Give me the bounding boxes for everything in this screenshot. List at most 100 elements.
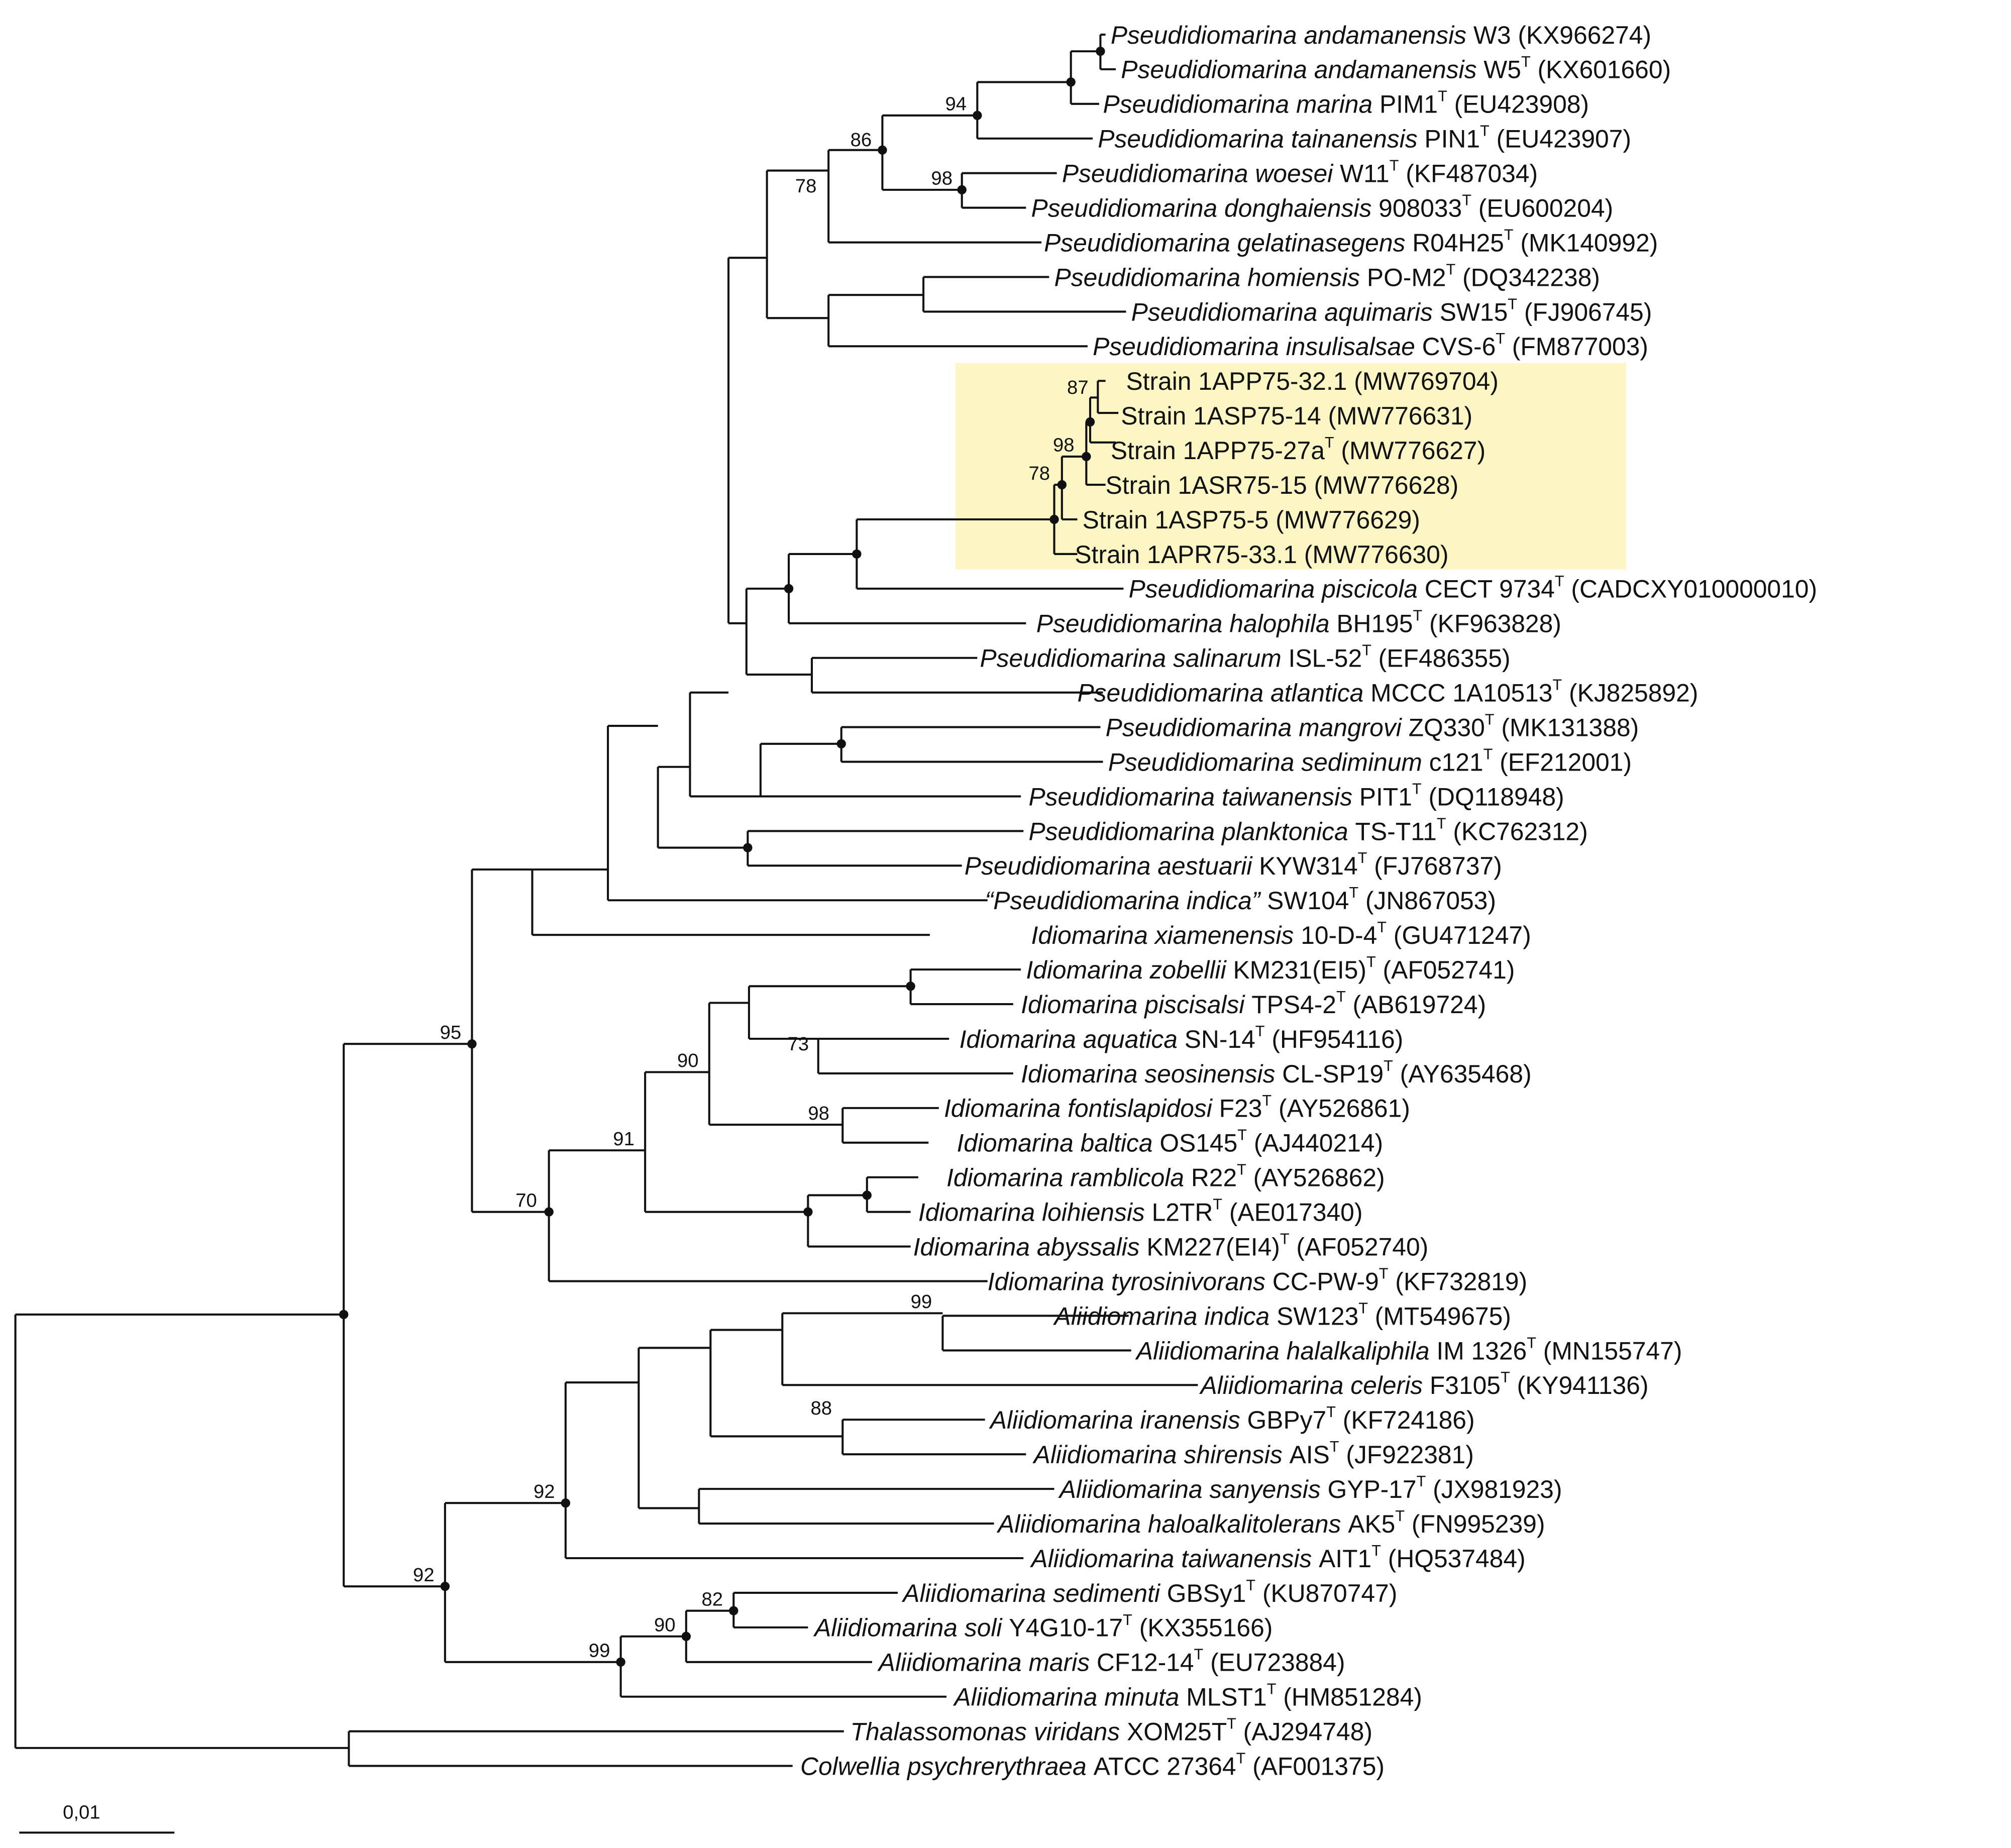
leaf-label: Pseudidiomarina sediminum c121T (EF21200… [1108,745,1632,776]
bootstrap-value: 99 [589,1640,610,1662]
strain-name: ATCC 27364 [1094,1752,1236,1780]
type-strain-marker: T [1417,1473,1426,1490]
strain-name: R04H25 [1412,229,1504,257]
species-name: Aliidiomarina taiwanensis [1030,1545,1319,1573]
accession-number: (AF052741) [1376,956,1515,984]
accession-number: (AY526862) [1246,1164,1385,1192]
strain-name: Strain 1APR75-33.1 [1075,540,1297,569]
species-name: Pseudidiomarina taiwanensis [1028,783,1359,811]
accession-number: (HQ537484) [1381,1545,1526,1573]
type-strain-marker: T [1371,1542,1381,1559]
leaf-label: Pseudidiomarina taiwanensis PIT1T (DQ118… [1028,780,1564,811]
bootstrap-value: 90 [677,1050,699,1071]
accession-number: (KX966274) [1511,21,1651,49]
leaf-label: Colwellia psychrerythraea ATCC 27364T (A… [800,1750,1385,1780]
accession-number: (EU600204) [1471,194,1613,222]
bootstrap-value: 88 [810,1397,832,1419]
accession-number: (AJ294748) [1236,1718,1372,1746]
leaf-label: Pseudidiomarina piscicola CECT 9734T (CA… [1129,573,1817,603]
species-name: Idiomarina fontislapidosi [944,1095,1219,1123]
bootstrap-value: 78 [795,175,817,197]
accession-number: (FN995239) [1405,1510,1545,1538]
strain-name: CC-PW-9 [1273,1267,1379,1295]
type-strain-marker: T [1379,1265,1389,1282]
accession-number: (AY635468) [1393,1060,1532,1088]
strain-name: ZQ330 [1409,713,1485,741]
species-name: Aliidiomarina maris [877,1649,1097,1677]
accession-number: (JF922381) [1339,1441,1474,1469]
species-name: Pseudidiomarina andamanensis [1121,56,1484,84]
leaf-label: Pseudidiomarina aquimaris SW15T (FJ90674… [1131,295,1652,326]
species-name: Colwellia psychrerythraea [800,1752,1094,1780]
type-strain-marker: T [1246,1577,1255,1594]
bootstrap-value: 91 [613,1128,634,1150]
strain-name: F3105 [1430,1371,1501,1399]
strain-name: Strain 1APP75-27a [1111,437,1325,465]
leaf-label: Idiomarina baltica OS145T (AJ440214) [957,1127,1383,1157]
accession-number: (EU723884) [1203,1649,1345,1677]
type-strain-marker: T [1326,1403,1336,1421]
strain-name: CF12-14 [1097,1649,1194,1677]
leaf-label: “Pseudidiomarina indica” SW104T (JN86705… [985,884,1496,915]
leaf-label: Aliidiomarina halalkaliphila IM 1326T (M… [1135,1334,1682,1365]
leaf-label: Aliidiomarina celeris F3105T (KY941136) [1199,1369,1649,1399]
accession-number: (CADCXY010000010) [1564,575,1817,603]
leaf-label: Idiomarina xiamenensis 10-D-4T (GU471247… [1031,919,1531,949]
type-strain-marker: T [1504,226,1514,243]
leaf-label: Aliidiomarina shirensis AIST (JF922381) [1032,1438,1474,1469]
leaf-label: Pseudidiomarina tainanensis PIN1T (EU423… [1098,123,1631,153]
accession-number: (KX355166) [1132,1614,1273,1642]
species-name: Aliidiomarina minuta [952,1683,1186,1711]
accession-number: (AY526861) [1272,1095,1410,1123]
bootstrap-value: 87 [1067,377,1089,398]
strain-name: CECT 9734 [1425,575,1555,603]
species-name: Idiomarina zobellii [1026,956,1233,984]
leaf-label: Aliidiomarina soli Y4G10-17T (KX355166) [813,1611,1273,1642]
species-name: Idiomarina ramblicola [946,1164,1191,1192]
strain-name: PO-M2 [1367,263,1446,291]
type-strain-marker: T [1358,1299,1368,1317]
species-name: Aliidiomarina indica [1053,1302,1277,1330]
strain-name: W11 [1340,160,1390,188]
strain-name: c121 [1429,748,1484,776]
type-strain-marker: T [1437,815,1446,832]
type-strain-marker: T [1123,1611,1132,1628]
strain-name: W3 [1473,21,1511,49]
accession-number: (KF963828) [1422,610,1561,638]
leaf-label: Idiomarina tyrosinivorans CC-PW-9T (KF73… [988,1265,1527,1295]
species-name: Pseudidiomarina homiensis [1054,263,1367,291]
species-name: Idiomarina piscisalsi [1021,991,1251,1019]
leaf-label: Pseudidiomarina aestuarii KYW314T (FJ768… [965,849,1502,880]
accession-number: (FM877003) [1505,333,1648,361]
leaf-labels: Pseudidiomarina andamanensis W3 (KX96627… [800,21,1817,1781]
type-strain-marker: T [1237,1127,1247,1144]
species-name: Idiomarina seosinensis [1021,1060,1282,1088]
accession-number: (KC762312) [1446,817,1588,845]
accession-number: (KF724186) [1336,1406,1475,1434]
accession-number: (MK140992) [1514,229,1658,257]
strain-name: SW104 [1267,887,1349,915]
bootstrap-value: 78 [1028,463,1050,484]
accession-number: (MW776630) [1297,540,1448,569]
accession-number: (MW776628) [1307,471,1458,499]
leaf-label: Idiomarina zobellii KM231(EI5)T (AF05274… [1026,953,1515,984]
type-strain-marker: T [1390,157,1399,174]
type-strain-marker: T [1227,1715,1236,1732]
type-strain-marker: T [1330,1438,1339,1455]
accession-number: (KX601660) [1531,56,1671,84]
leaf-label: Aliidiomarina maris CF12-14T (EU723884) [877,1646,1345,1677]
strain-name: 10-D-4 [1301,921,1377,949]
bootstrap-value: 95 [440,1022,462,1043]
strain-name: Strain 1ASP75-14 [1121,402,1321,430]
bootstrap-value: 98 [808,1103,829,1124]
leaf-label: Pseudidiomarina homiensis PO-M2T (DQ3422… [1054,261,1600,291]
species-name: Pseudidiomarina aestuarii [965,852,1259,880]
accession-number: (MW769704) [1347,367,1498,395]
bootstrap-labels: 94 86 78 98 87 98 78 95 73 90 98 91 70 9… [413,93,1089,1662]
type-strain-marker: T [1395,1507,1405,1525]
type-strain-marker: T [1377,919,1387,936]
species-name: Idiomarina aquatica [960,1025,1185,1053]
leaf-label: Idiomarina loihiensis L2TRT (AE017340) [918,1196,1363,1227]
species-name: Pseudidiomarina piscicola [1129,575,1425,603]
species-name: “Pseudidiomarina indica” [985,887,1267,915]
